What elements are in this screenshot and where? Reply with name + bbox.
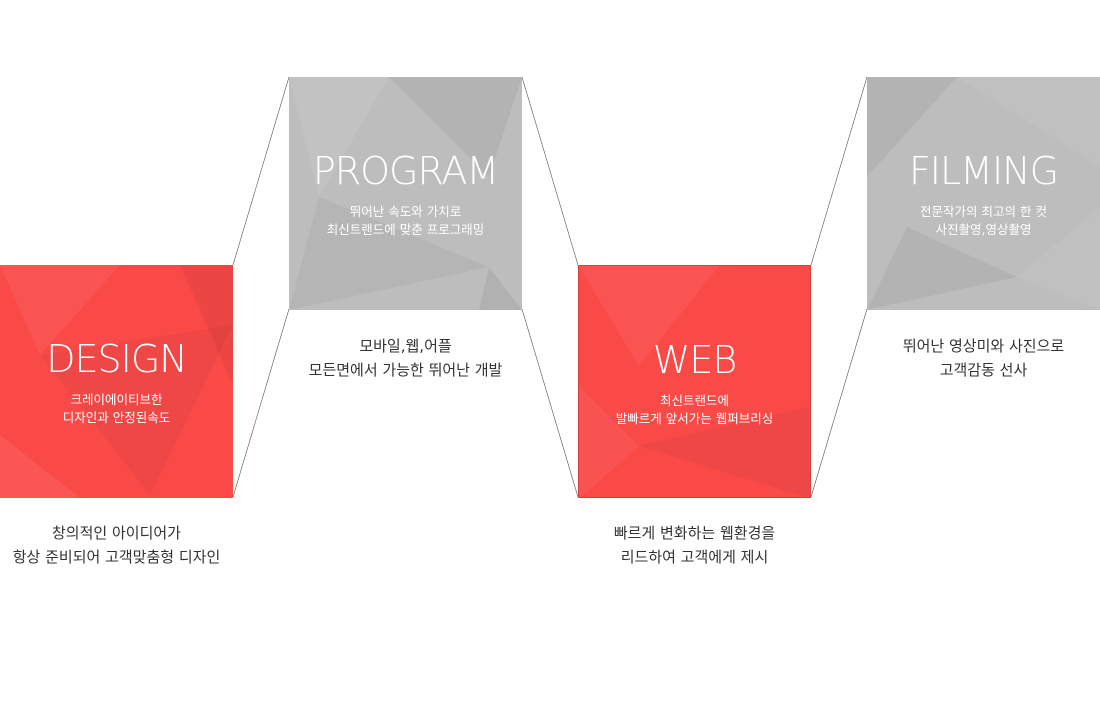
service-subtitle: 발빠르게 앞서가는 웹퍼브리싱 xyxy=(615,411,774,426)
service-title: DESIGN xyxy=(46,337,187,381)
polygon-pattern xyxy=(0,265,233,498)
service-title: PROGRAM xyxy=(312,149,499,193)
polygon-pattern xyxy=(867,77,1100,310)
service-title: WEB xyxy=(652,338,737,382)
service-subtitle: 디자인과 안정된속도 xyxy=(62,410,171,425)
service-title: FILMING xyxy=(908,149,1059,193)
service-subtitle: 최신트랜드에 맞춘 프로그래밍 xyxy=(326,222,485,237)
polygon-pattern xyxy=(289,77,522,310)
polygon-pattern xyxy=(579,266,810,497)
service-subtitle: 전문작가의 최고의 한 컷 xyxy=(920,204,1047,219)
service-subtitle: 사진촬영,영상촬영 xyxy=(935,222,1032,237)
service-subtitle: 최신트랜드에 xyxy=(659,393,729,408)
service-subtitle: 크레이에이티브한 xyxy=(70,392,163,407)
service-subtitle: 뛰어난 속도와 가치로 xyxy=(349,204,462,219)
